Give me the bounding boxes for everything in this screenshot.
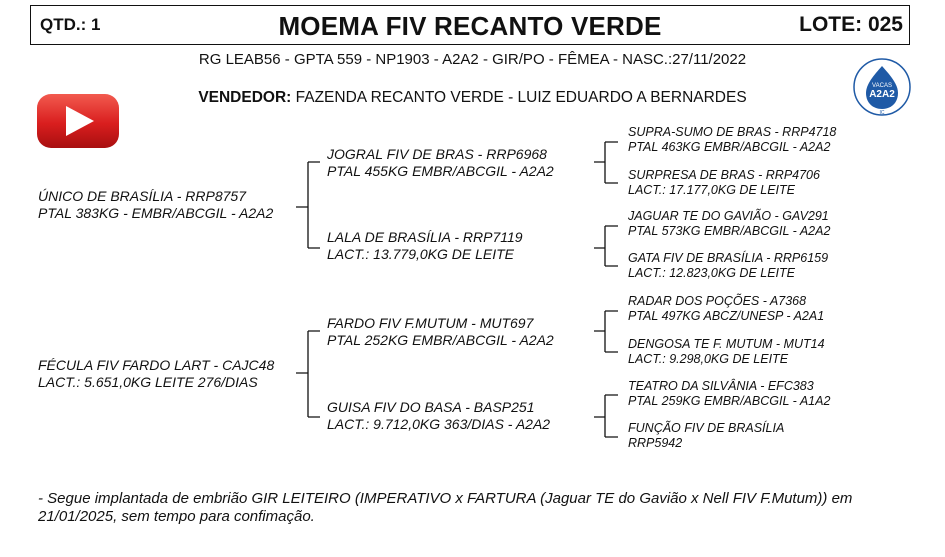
gen3-info: PTAL 497KG ABCZ/UNESP - A2A1 [628,308,825,323]
gen3-info: PTAL 259KG EMBR/ABCGIL - A1A2 [628,393,831,408]
seller-line: VENDEDOR: FAZENDA RECANTO VERDE - LUIZ E… [0,89,945,107]
gen3-node: JAGUAR TE DO GAVIÃO - GAV291 PTAL 573KG … [628,209,830,239]
gen3-node: GATA FIV DE BRASÍLIA - RRP6159 LACT.: 12… [628,251,828,281]
dam-sire-name: FARDO FIV F.MUTUM - MUT697 [327,315,534,331]
gen3-name: JAGUAR TE DO GAVIÃO - GAV291 [628,209,829,223]
sire-dam-name: LALA DE BRASÍLIA - RRP7119 [327,229,523,245]
gen3-name: RADAR DOS POÇÕES - A7368 [628,294,807,308]
gen3-name: DENGOSA TE F. MUTUM - MUT14 [628,337,825,351]
dam-dam-info: LACT.: 9.712,0KG 363/DIAS - A2A2 [327,415,551,432]
sire-dam-node: LALA DE BRASÍLIA - RRP7119 LACT.: 13.779… [327,229,523,262]
gen3-name: FUNÇÃO FIV DE BRASÍLIA [628,421,785,435]
sire-node: ÚNICO DE BRASÍLIA - RRP8757 PTAL 383KG -… [38,188,273,221]
dam-sire-info: PTAL 252KG EMBR/ABCGIL - A2A2 [327,331,554,348]
gen3-info: PTAL 573KG EMBR/ABCGIL - A2A2 [628,223,831,238]
gen3-info: LACT.: 9.298,0KG DE LEITE [628,351,789,366]
gen3-node: TEATRO DA SILVÂNIA - EFC383 PTAL 259KG E… [628,379,830,409]
sire-sire-info: PTAL 455KG EMBR/ABCGIL - A2A2 [327,162,554,179]
lot-header: QTD.: 1 MOEMA FIV RECANTO VERDE LOTE: 02… [30,5,910,45]
seller-label: VENDEDOR: [198,89,292,106]
youtube-play-icon[interactable] [36,93,120,149]
seller-name: FAZENDA RECANTO VERDE - LUIZ EDUARDO A B… [295,89,747,106]
gen3-name: SURPRESA DE BRAS - RRP4706 [628,168,820,182]
gen3-name: GATA FIV DE BRASÍLIA - RRP6159 [628,251,829,265]
dam-name: FÉCULA FIV FARDO LART - CAJC48 [38,357,275,373]
dam-node: FÉCULA FIV FARDO LART - CAJC48 LACT.: 5.… [38,357,274,390]
registry-line: RG LEAB56 - GPTA 559 - NP1903 - A2A2 - G… [198,51,747,68]
gen3-info: LACT.: 12.823,0KG DE LEITE [628,265,795,280]
gen3-name: SUPRA-SUMO DE BRAS - RRP4718 [628,125,837,139]
gen3-info: PTAL 463KG EMBR/ABCGIL - A2A2 [628,139,831,154]
gen3-node: RADAR DOS POÇÕES - A7368 PTAL 497KG ABCZ… [628,294,824,324]
gen3-node: FUNÇÃO FIV DE BRASÍLIA RRP5942 [628,421,784,451]
badge-text-bottom: IC [880,110,885,116]
vacas-a2a2-badge-icon: VACAS A2A2 IC [853,58,911,116]
gen3-node: SUPRA-SUMO DE BRAS - RRP4718 PTAL 463KG … [628,125,836,155]
sire-dam-info: LACT.: 13.779,0KG DE LEITE [327,245,515,262]
gen3-info: RRP5942 [628,435,683,450]
sire-name: ÚNICO DE BRASÍLIA - RRP8757 [38,188,246,204]
gen3-node: SURPRESA DE BRAS - RRP4706 LACT.: 17.177… [628,168,820,198]
gen3-node: DENGOSA TE F. MUTUM - MUT14 LACT.: 9.298… [628,337,825,367]
dam-dam-node: GUISA FIV DO BASA - BASP251 LACT.: 9.712… [327,399,550,432]
dam-info: LACT.: 5.651,0KG LEITE 276/DIAS [38,373,258,390]
dam-dam-name: GUISA FIV DO BASA - BASP251 [327,399,535,415]
badge-text-main: A2A2 [869,89,895,100]
sire-sire-node: JOGRAL FIV DE BRAS - RRP6968 PTAL 455KG … [327,146,554,179]
embryo-footnote: - Segue implantada de embrião GIR LEITEI… [38,490,853,525]
gen3-name: TEATRO DA SILVÂNIA - EFC383 [628,379,814,393]
gen3-info: LACT.: 17.177,0KG DE LEITE [628,182,795,197]
sire-sire-name: JOGRAL FIV DE BRAS - RRP6968 [327,146,547,162]
dam-sire-node: FARDO FIV F.MUTUM - MUT697 PTAL 252KG EM… [327,315,554,348]
badge-text-top: VACAS [872,83,892,89]
quantity-label: QTD.: 1 [40,15,101,34]
animal-title: MOEMA FIV RECANTO VERDE [278,11,662,41]
sire-info: PTAL 383KG - EMBR/ABCGIL - A2A2 [38,204,274,221]
lot-number: LOTE: 025 [799,13,903,36]
